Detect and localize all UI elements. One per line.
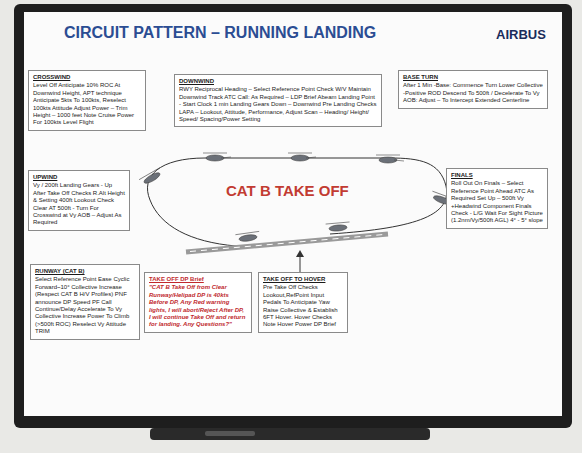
center-label: CAT B TAKE OFF [226, 182, 349, 199]
step-box: UPWINDVy / 200ft Landing Gears - Up Afte… [28, 170, 130, 231]
box-heading: TAKE OFF TO HOVER [263, 276, 343, 283]
box-heading: TAKE OFF DP Brief [149, 276, 247, 283]
arrow-head [296, 250, 304, 257]
box-heading: RUNWAY (CAT B) [35, 268, 135, 275]
helicopter-icons [139, 153, 455, 243]
pen [205, 431, 255, 436]
box-body: RWY Reciprocal Heading – Select Referenc… [179, 86, 377, 123]
box-heading: DOWNWIND [179, 78, 377, 85]
step-box: CROSSWINDLevel Off Anticipate 10% ROC At… [28, 70, 146, 131]
box-body: After 1 Min -Base: Commence Turn Lower C… [403, 82, 543, 104]
runway-centerline [190, 235, 384, 252]
box-heading: FINALS [451, 172, 543, 179]
brand-logo: AIRBUS [496, 27, 546, 42]
step-box: DOWNWINDRWY Reciprocal Heading – Select … [174, 74, 382, 127]
step-box: TAKE OFF TO HOVERPre Take Off Checks Loo… [258, 272, 348, 333]
box-heading: CROSSWIND [33, 74, 141, 81]
box-body: Level Off Anticipate 10% ROC At Downwind… [33, 82, 141, 126]
circuit-path [147, 158, 446, 246]
box-heading: BASE TURN [403, 74, 543, 81]
pen-tray [150, 428, 430, 440]
box-body: Vy / 200ft Landing Gears - Up After Take… [33, 182, 125, 226]
slide-title: CIRCUIT PATTERN – RUNNING LANDING [64, 24, 376, 42]
box-body: Select Reference Point Ease Cyclic Forwa… [35, 276, 135, 335]
box-heading: UPWIND [33, 174, 125, 181]
step-box: FINALSRoll Out On Finals – Select Refere… [446, 168, 548, 229]
step-box: TAKE OFF DP Brief"CAT B Take Off from Cl… [144, 272, 252, 333]
box-body: Pre Take Off Checks Lookout,RefPoint Inp… [263, 284, 343, 328]
step-box: BASE TURNAfter 1 Min -Base: Commence Tur… [398, 70, 548, 109]
monitor-bezel [14, 4, 572, 428]
box-body: Roll Out On Finals – Select Reference Po… [451, 180, 543, 224]
screen [24, 12, 562, 416]
box-body: "CAT B Take Off from Clear Runway/Helipa… [149, 284, 247, 328]
runway [186, 234, 388, 252]
step-box: RUNWAY (CAT B)Select Reference Point Eas… [30, 264, 140, 340]
